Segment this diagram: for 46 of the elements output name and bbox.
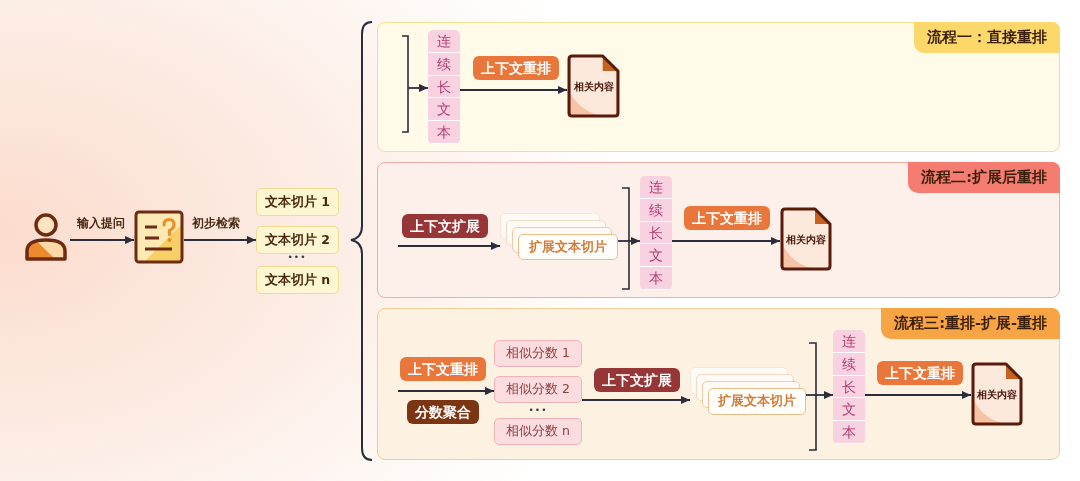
text-chunk-box: 文本切片 n bbox=[256, 266, 339, 294]
text-chunk-box: 文本切片 2 bbox=[256, 226, 339, 254]
ellipsis: ••• bbox=[527, 404, 549, 416]
arrow bbox=[397, 242, 501, 250]
ellipsis: ••• bbox=[286, 251, 308, 263]
process-panel bbox=[377, 162, 1060, 298]
text-column: 连续长文本 bbox=[833, 330, 865, 444]
panel-heading: 流程二:扩展后重排 bbox=[908, 162, 1060, 193]
edge-label: 上下文重排 bbox=[473, 56, 559, 80]
text-chunk-box: 文本切片 1 bbox=[256, 188, 339, 216]
score-box: 相似分数 n bbox=[494, 418, 582, 445]
edge-label: 上下文扩展 bbox=[402, 214, 488, 238]
arrow bbox=[805, 391, 834, 399]
file-card: 相关内容 bbox=[567, 54, 620, 118]
text-column: 连续长文本 bbox=[640, 176, 672, 290]
edge-label: 输入提问 bbox=[77, 216, 125, 231]
text-column: 连续长文本 bbox=[428, 30, 460, 144]
edge-label: 初步检索 bbox=[192, 216, 240, 231]
process-panel bbox=[377, 308, 1060, 460]
text-card: 扩展文本切片 bbox=[518, 234, 618, 260]
step-label: 分数聚合 bbox=[407, 400, 479, 424]
text-card: 扩展文本切片 bbox=[708, 388, 806, 415]
arrow bbox=[183, 236, 257, 244]
arrow bbox=[581, 396, 691, 404]
edge-label: 上下文重排 bbox=[400, 357, 486, 381]
arrow bbox=[407, 84, 429, 92]
arrow bbox=[617, 237, 641, 245]
panel-heading: 流程一：直接重排 bbox=[914, 22, 1060, 53]
arrow bbox=[864, 391, 972, 399]
arrow bbox=[459, 86, 568, 94]
question-document-icon bbox=[134, 210, 184, 264]
arrow bbox=[397, 387, 495, 395]
score-box: 相似分数 1 bbox=[494, 340, 582, 367]
score-box: 相似分数 2 bbox=[494, 376, 582, 403]
panel-heading: 流程三:重排-扩展-重排 bbox=[881, 308, 1060, 339]
edge-label: 上下文重排 bbox=[877, 361, 963, 385]
person-icon bbox=[22, 212, 70, 262]
file-card: 相关内容 bbox=[971, 362, 1023, 426]
arrow bbox=[671, 237, 781, 245]
card-stack bbox=[690, 367, 806, 415]
arrow bbox=[69, 236, 135, 244]
edge-label: 上下文扩展 bbox=[594, 368, 680, 392]
edge-label: 上下文重排 bbox=[684, 206, 770, 230]
file-card: 相关内容 bbox=[780, 207, 832, 271]
process-panel bbox=[377, 22, 1060, 152]
card-stack bbox=[500, 213, 618, 260]
